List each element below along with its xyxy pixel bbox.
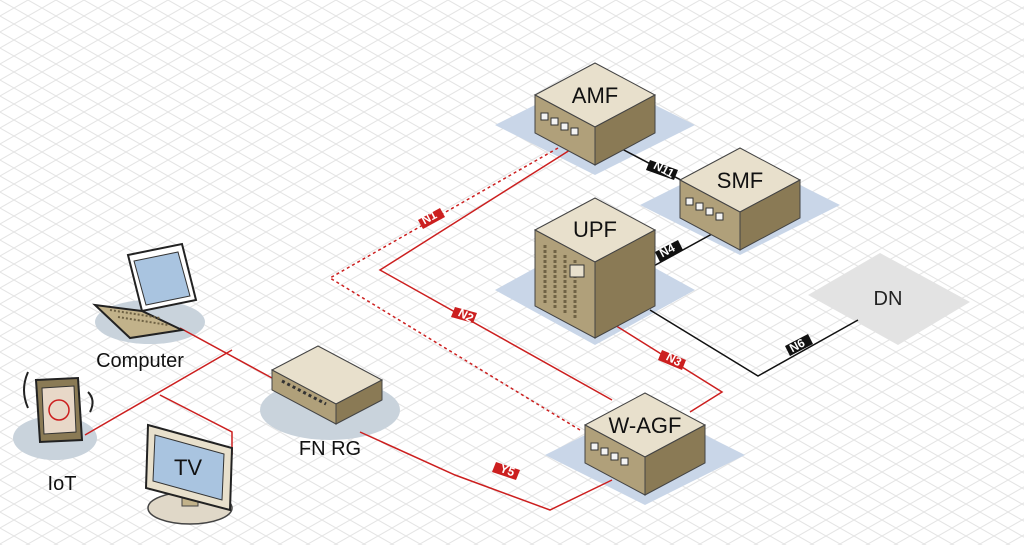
- wagf-label: W-AGF: [609, 413, 682, 438]
- iot-device[interactable]: [23, 371, 94, 444]
- computer-device[interactable]: [92, 242, 198, 340]
- link-iot: [84, 349, 233, 436]
- computer-label: Computer: [96, 350, 184, 372]
- tag-n6: N6: [785, 334, 813, 356]
- wireless-wave-left-icon: [23, 371, 29, 409]
- svg-text:N6: N6: [787, 336, 807, 356]
- iot-dial-icon: [48, 399, 70, 421]
- svg-text:N4: N4: [657, 241, 677, 261]
- tag-n3: N3: [658, 350, 686, 370]
- tag-n1: N1: [418, 208, 445, 229]
- laptop-keys: [109, 309, 169, 326]
- upf-vents: [543, 245, 585, 320]
- svg-text:Y5: Y5: [498, 461, 517, 479]
- amf-label: AMF: [572, 83, 618, 108]
- tv-device[interactable]: TV: [144, 423, 234, 525]
- svg-text:N3: N3: [664, 350, 684, 370]
- link-n3: [609, 321, 724, 413]
- tv-label: TV: [174, 455, 202, 480]
- svg-text:N2: N2: [456, 306, 476, 326]
- dn-cloud: [808, 253, 970, 345]
- amf-ports: [540, 112, 579, 136]
- links: [84, 147, 859, 511]
- fnrg-ports: [281, 379, 327, 406]
- link-n6: [649, 309, 859, 377]
- smf-label: SMF: [717, 168, 763, 193]
- upf-label: UPF: [573, 217, 617, 242]
- wireless-wave-right-icon: [87, 391, 94, 413]
- svg-text:N1: N1: [419, 208, 439, 228]
- dn-label: DN: [874, 288, 903, 310]
- fnrg-label: FN RG: [299, 438, 361, 460]
- fnrg-node[interactable]: [270, 345, 384, 425]
- wagf-node[interactable]: W-AGF: [583, 392, 707, 496]
- upf-node[interactable]: UPF: [533, 197, 657, 339]
- tag-n4: N4: [655, 240, 683, 262]
- wagf-ports: [590, 442, 629, 466]
- tag-y5: Y5: [492, 461, 520, 480]
- link-n1: [328, 147, 581, 431]
- amf-node[interactable]: AMF: [533, 62, 657, 166]
- link-n2: [378, 149, 613, 401]
- smf-ports: [685, 197, 724, 221]
- iot-label: IoT: [48, 473, 77, 495]
- tag-n2: N2: [451, 306, 477, 326]
- link-y5: [359, 431, 613, 511]
- smf-node[interactable]: SMF: [678, 147, 802, 251]
